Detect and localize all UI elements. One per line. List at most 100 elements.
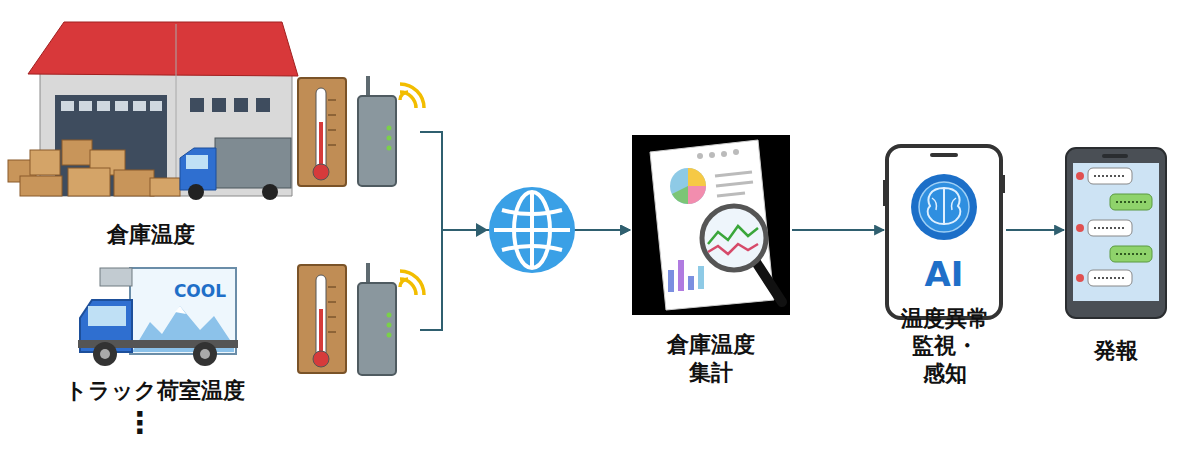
globe-icon-part bbox=[476, 223, 488, 237]
smartphone-icon-part bbox=[1102, 154, 1128, 158]
ai-phone-icon-part bbox=[943, 188, 945, 224]
thermometer-icon-part bbox=[328, 302, 336, 303]
cool-truck-illustration bbox=[78, 268, 238, 366]
node-caption: 温度異常 監視・感知 bbox=[901, 305, 989, 388]
cool-truck-illustration-part bbox=[100, 349, 110, 359]
router-icon-part bbox=[358, 283, 396, 375]
router-icon-part bbox=[387, 313, 392, 318]
cool-truck-illustration-part bbox=[193, 342, 217, 366]
globe-icon bbox=[476, 187, 575, 273]
warehouse-illustration-part bbox=[61, 101, 74, 111]
warehouse-illustration-part bbox=[186, 155, 208, 169]
cool-truck-illustration-part bbox=[200, 349, 210, 359]
report-icon-part bbox=[721, 151, 727, 157]
node-caption: 倉庫温度 集計 bbox=[667, 331, 755, 386]
alert-node: 発報 bbox=[1064, 146, 1170, 366]
thermometer-icon-part bbox=[328, 287, 336, 288]
warehouse-illustration-part bbox=[30, 150, 60, 175]
thermometer-icon-part bbox=[328, 317, 336, 318]
report-icon-part bbox=[708, 244, 758, 254]
warehouse-illustration-part bbox=[188, 184, 204, 200]
router-icon-part bbox=[400, 84, 424, 108]
globe-icon-part bbox=[489, 187, 575, 273]
thermometer-icon-part bbox=[319, 122, 323, 170]
ai-phone-icon-part bbox=[911, 174, 977, 240]
thermometer-icon-part bbox=[328, 332, 336, 333]
flow-connector bbox=[420, 132, 630, 230]
router-icon-part bbox=[366, 263, 370, 283]
warehouse-illustration-part bbox=[28, 22, 298, 76]
flow-connector bbox=[1006, 229, 1064, 231]
thermometer-icon-part bbox=[328, 130, 336, 131]
node-caption: トラック荷室温度 bbox=[40, 377, 270, 405]
globe-icon-part bbox=[494, 228, 570, 232]
warehouse-illustration-part bbox=[262, 184, 278, 200]
warehouse-illustration-part bbox=[150, 101, 162, 111]
report-icon-part bbox=[688, 186, 706, 204]
warehouse-illustration-part bbox=[68, 168, 110, 196]
smartphone-icon-part bbox=[1116, 253, 1146, 255]
thermometer-icon-part bbox=[298, 265, 346, 373]
globe-icon-part bbox=[502, 246, 562, 250]
cool-truck-illustration-part bbox=[100, 268, 132, 286]
thermometer-icon-part bbox=[313, 351, 329, 367]
router-icon-part bbox=[400, 92, 416, 108]
report-icon-part bbox=[709, 152, 715, 158]
warehouse-illustration-part bbox=[180, 148, 216, 190]
router-icon-part bbox=[387, 323, 392, 328]
thermometer-icon-part bbox=[316, 275, 326, 357]
warehouse-illustration-part bbox=[115, 101, 128, 111]
warehouse-illustration-part bbox=[256, 98, 270, 112]
warehouse-node: 倉庫温度 bbox=[5, 30, 420, 252]
smartphone-icon-part bbox=[1066, 148, 1166, 318]
report-icon-part bbox=[733, 149, 739, 155]
report-icon-part bbox=[688, 276, 694, 290]
smartphone-icon-part bbox=[1088, 270, 1132, 286]
report-icon-part bbox=[670, 168, 706, 204]
warehouse-illustration-part bbox=[215, 138, 291, 188]
thermometer-icon-part bbox=[316, 88, 326, 170]
report-icon-part bbox=[632, 135, 790, 315]
smartphone-icon-part bbox=[1116, 201, 1146, 203]
report-icon-part bbox=[715, 172, 752, 176]
report-icon-part bbox=[697, 153, 703, 159]
router-icon-part bbox=[400, 271, 424, 295]
report-icon-part bbox=[716, 182, 753, 186]
report-icon-part bbox=[756, 262, 782, 302]
thermometer-icon-part bbox=[298, 78, 346, 186]
thermometer-icon-part bbox=[328, 145, 336, 146]
warehouse-illustration-part bbox=[133, 101, 146, 111]
report-icon-part bbox=[708, 226, 758, 244]
smartphone-icon-part bbox=[1088, 220, 1132, 236]
warehouse-illustration-part bbox=[40, 70, 292, 196]
smartphone-icon-part bbox=[1110, 194, 1152, 210]
continuation-mark: ⋮ bbox=[120, 408, 160, 438]
smartphone-icon-part bbox=[1076, 172, 1084, 180]
smartphone-icon-part bbox=[1076, 274, 1084, 282]
warehouse-illustration-part bbox=[176, 24, 177, 196]
thermometer-icon-part bbox=[319, 309, 323, 357]
router-icon-part bbox=[387, 126, 392, 131]
report-icon bbox=[632, 135, 790, 315]
cool-truck-illustration-part bbox=[88, 306, 126, 326]
ai-phone-icon-part bbox=[932, 198, 956, 210]
warehouse-illustration-part bbox=[234, 98, 248, 112]
warehouse-illustration-part bbox=[79, 101, 92, 111]
ai-monitor-node: AI温度異常 監視・感知 bbox=[884, 143, 1006, 389]
node-caption: 発報 bbox=[1064, 337, 1168, 365]
smartphone-icon-part bbox=[1073, 163, 1159, 301]
warehouse-illustration-part bbox=[114, 170, 154, 196]
report-icon-part bbox=[672, 186, 688, 204]
ai-phone-icon-part bbox=[919, 182, 969, 232]
smartphone-icon-part bbox=[1088, 168, 1132, 184]
router-icon-part bbox=[400, 279, 416, 295]
thermometer-icon-part bbox=[313, 164, 329, 180]
report-icon-part bbox=[698, 266, 704, 289]
report-icon-part bbox=[678, 260, 684, 291]
cool-truck-illustration-part bbox=[175, 306, 186, 314]
warehouse-illustration-part bbox=[212, 98, 226, 112]
flow-connector bbox=[792, 229, 884, 231]
router-icon-part bbox=[387, 146, 392, 151]
flow-connector bbox=[420, 230, 630, 330]
report-icon-part bbox=[668, 270, 674, 292]
